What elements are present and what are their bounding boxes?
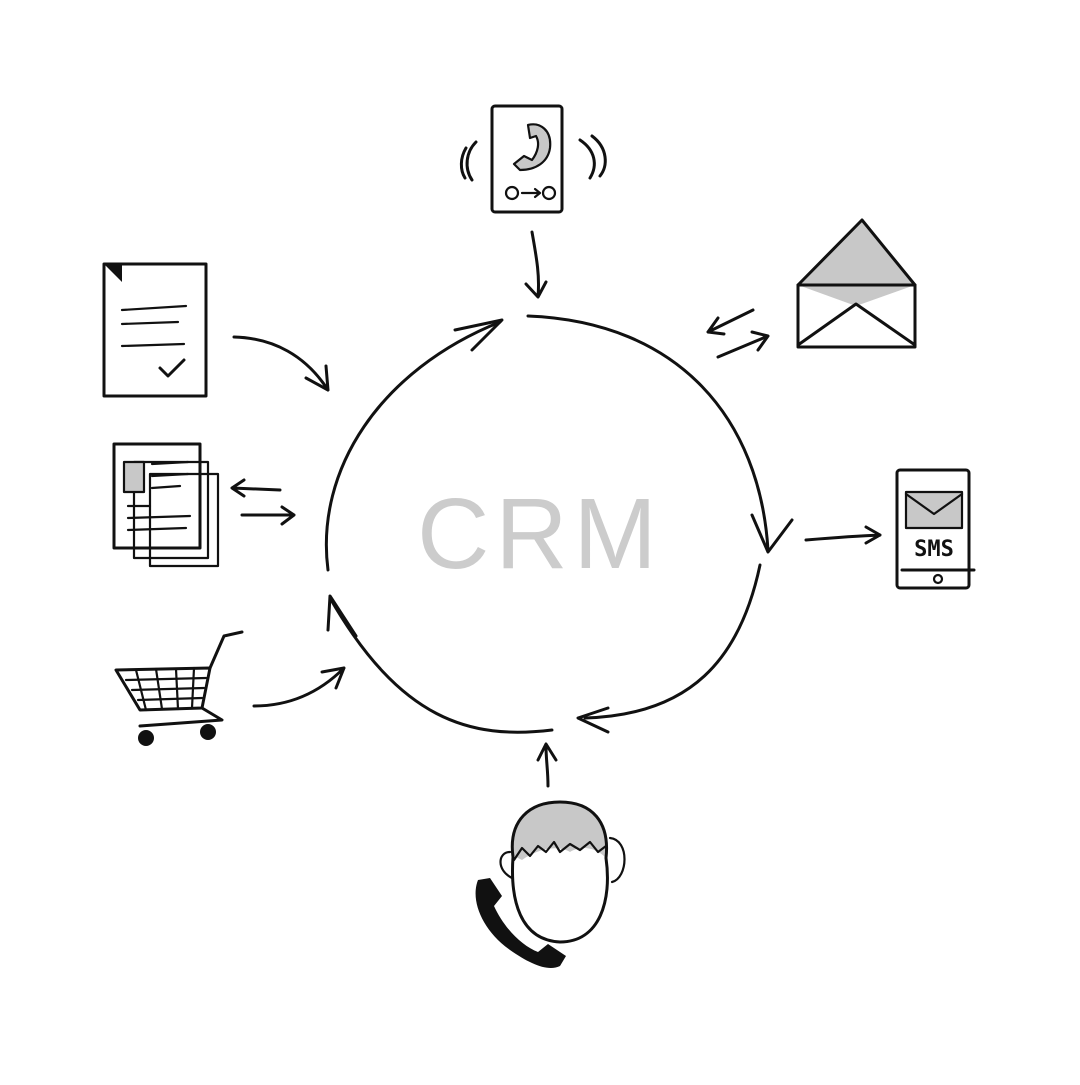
cycle-arrowhead-right (750, 513, 794, 554)
sms-label: SMS (914, 537, 954, 562)
cycle-arc-top-left (324, 320, 502, 572)
sms-phone-icon: SMS (895, 468, 976, 590)
ringing-phone-icon (459, 104, 607, 214)
cycle-arc-bottom-right (583, 563, 762, 720)
person-on-phone-icon (475, 800, 626, 969)
arrow-customer-to-crm (536, 742, 558, 788)
cycle-arrowhead-top (453, 318, 504, 352)
arrow-documents-to-crm (240, 505, 296, 526)
arrow-contract-to-crm (232, 335, 330, 392)
crm-title: CRM (417, 478, 663, 590)
arrow-crm-to-documents (230, 478, 282, 498)
envelope-icon (796, 218, 917, 349)
documents-icon (112, 442, 220, 568)
shopping-cart-icon (114, 630, 244, 746)
cycle-arc-top-right (526, 314, 770, 552)
arrow-phone-to-crm (524, 230, 548, 299)
crm-cycle (324, 314, 794, 734)
cycle-arc-bottom-left (328, 596, 554, 734)
signed-contract-icon (102, 262, 208, 398)
arrow-cart-to-crm (252, 666, 346, 708)
arrow-crm-to-sms (804, 525, 882, 545)
arrow-crm-to-envelope (716, 330, 770, 359)
cycle-arrowhead-bottom (576, 706, 610, 734)
cycle-arrowhead-left (326, 594, 358, 638)
arrow-envelope-to-crm (706, 308, 755, 336)
